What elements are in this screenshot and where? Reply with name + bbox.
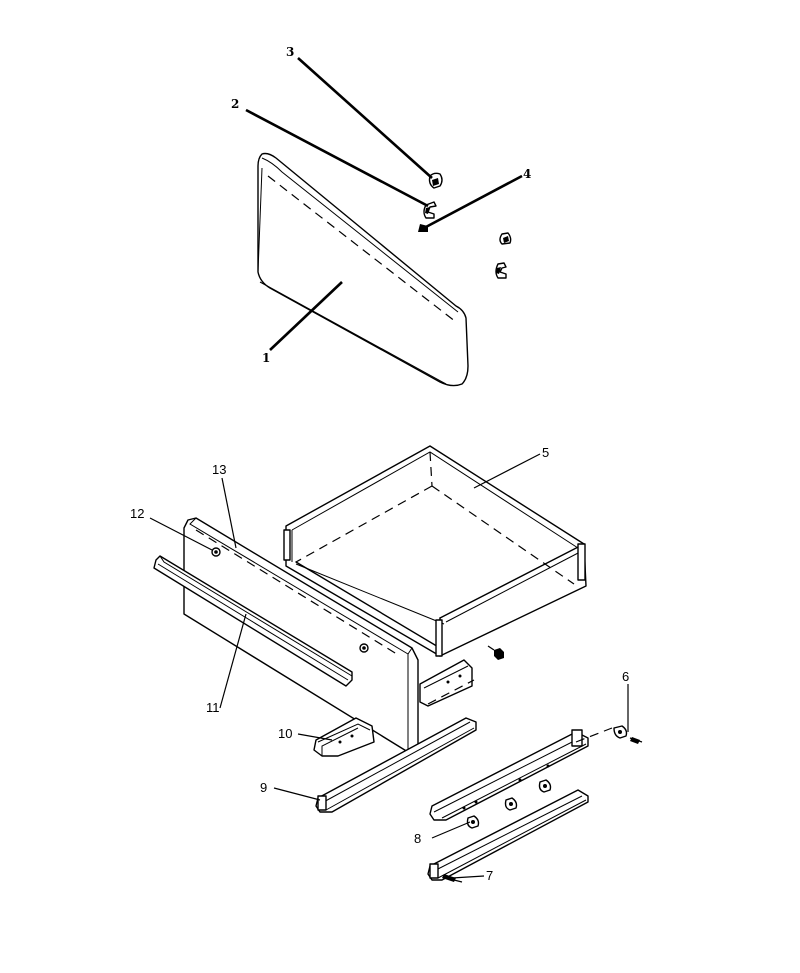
callout-5: 5: [542, 445, 549, 460]
hardware-screws: [442, 645, 643, 883]
drawer-outer-front: [183, 517, 419, 753]
leader-1: [269, 281, 343, 351]
clip-right-bottom: [495, 262, 507, 279]
leader-4: [423, 174, 523, 230]
clip-right-top: [499, 232, 512, 245]
callout-10: 10: [278, 726, 292, 741]
leader-10: [297, 733, 333, 741]
callout-8: 8: [414, 831, 421, 846]
leader-9: [273, 787, 321, 801]
right-slide-rail-upper: [429, 729, 589, 821]
drawer-box: [283, 445, 587, 657]
callout-3: 3: [286, 45, 294, 59]
handle-strip: [153, 555, 353, 687]
leader-3: [297, 57, 433, 179]
clip-2: [423, 201, 437, 219]
callout-9: 9: [260, 780, 267, 795]
callout-6: 6: [622, 669, 629, 684]
leader-11: [219, 613, 247, 709]
leader-8: [431, 821, 471, 839]
leader-13: [221, 477, 237, 549]
rear-bracket: [419, 659, 475, 707]
callout-13: 13: [212, 462, 226, 477]
clip-3: [428, 172, 443, 189]
callouts-top: 1 2 3 4: [231, 45, 531, 365]
right-slide-rail-lower: [427, 789, 589, 881]
leader-lines: [149, 57, 629, 879]
leader-12: [149, 517, 213, 551]
leader-7: [451, 875, 485, 879]
callout-12: 12: [130, 506, 144, 521]
callout-1: 1: [262, 351, 270, 365]
clip-parts: [418, 172, 512, 279]
callouts-bottom: 5 6 7 8 9 10 11 12 13: [130, 445, 629, 883]
callout-11: 11: [206, 700, 220, 715]
leader-5: [473, 453, 541, 489]
left-slide-rail: [315, 717, 477, 813]
callout-2: 2: [231, 97, 239, 111]
callout-4: 4: [523, 167, 531, 181]
callout-7: 7: [486, 868, 493, 883]
drawer-front-panel: [257, 152, 469, 387]
leader-2: [245, 108, 429, 208]
support-bracket: [313, 717, 375, 757]
